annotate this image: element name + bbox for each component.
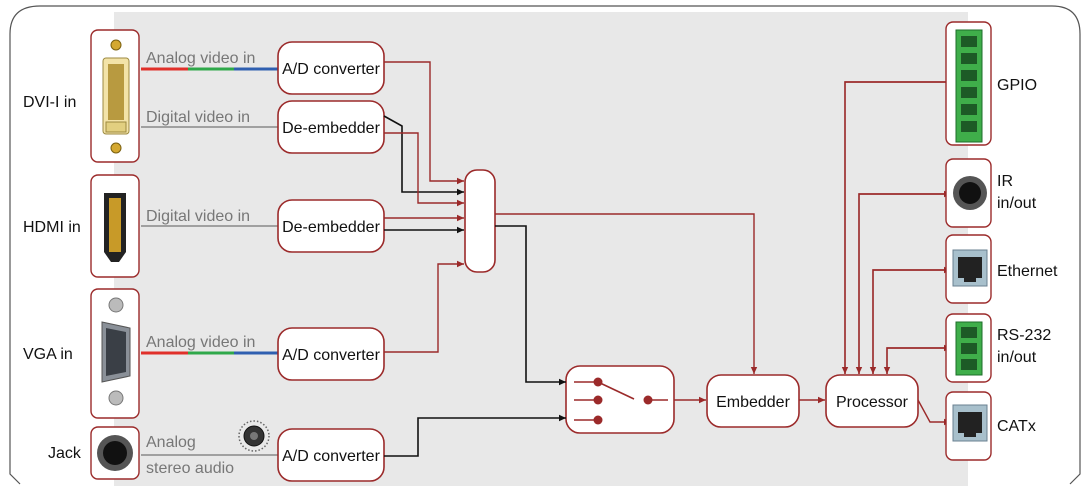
vga-connector-icon: [90, 288, 140, 419]
hdmi-digital-signal-label: Digital video in: [146, 208, 250, 225]
rs232-label-1: RS-232: [997, 327, 1051, 344]
ethernet-port-icon: [945, 234, 992, 304]
vga-ad-converter-box: [277, 327, 385, 381]
hdmi-deembedder-label: De-embedder: [282, 219, 381, 236]
audio-ad-converter-label: A/D converter: [282, 448, 380, 465]
audio-signal-label-2: stereo audio: [146, 460, 234, 477]
vga-ad-converter-label: A/D converter: [282, 347, 380, 364]
video-multiplexer-box: [464, 169, 496, 273]
ir-jack-icon: [945, 158, 992, 228]
ir-label-2: in/out: [997, 195, 1037, 212]
vga-analog-signal-label: Analog video in: [146, 334, 255, 351]
hdmi-in-label: HDMI in: [23, 219, 81, 236]
dvi-in-label: DVI-I in: [23, 94, 76, 111]
gpio-label: GPIO: [997, 77, 1037, 94]
catx-label: CATx: [997, 418, 1036, 435]
audio-signal-label-1: Analog: [146, 434, 196, 451]
gpio-connector-icon: [945, 21, 992, 146]
vga-in-label: VGA in: [23, 346, 73, 363]
volume-knob-icon: [238, 420, 270, 452]
jack-label: Jack: [48, 445, 82, 462]
dvi-deembedder-box: [277, 100, 385, 154]
ethernet-label: Ethernet: [997, 263, 1058, 280]
device-frame: [9, 5, 1081, 485]
jack-connector-icon: [90, 426, 140, 480]
dvi-digital-signal-label: Digital video in: [146, 109, 250, 126]
audio-switch-box: [565, 365, 675, 434]
hdmi-deembedder-box: [277, 199, 385, 253]
hdmi-connector-icon: [90, 174, 140, 278]
dvi-connector-icon: [90, 29, 140, 163]
dvi-ad-converter-label: A/D converter: [282, 61, 380, 78]
catx-port-icon: [945, 391, 992, 461]
rs232-label-2: in/out: [997, 349, 1037, 366]
signal-paths: [383, 61, 953, 457]
ir-label-1: IR: [997, 173, 1013, 190]
dvi-analog-signal-label: Analog video in: [146, 50, 255, 67]
rs232-connector-icon: [945, 313, 992, 383]
audio-ad-converter-box: [277, 428, 385, 482]
dvi-deembedder-label: De-embedder: [282, 120, 381, 137]
embedder-box: [706, 374, 800, 428]
embedder-label: Embedder: [716, 394, 790, 411]
dvi-ad-converter-box: [277, 41, 385, 95]
processor-label: Processor: [836, 394, 909, 411]
